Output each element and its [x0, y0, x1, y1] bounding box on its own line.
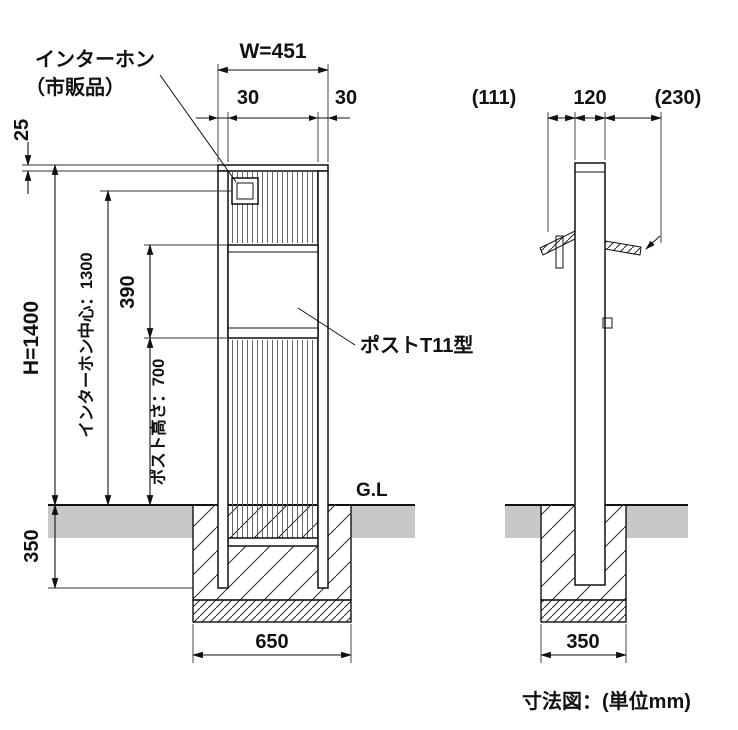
side-base-layer — [540, 599, 627, 623]
dim-cap-label: 25 — [11, 119, 33, 141]
bottom-rail — [227, 537, 319, 547]
dim-front-offset-label: (111) — [472, 87, 516, 109]
dim-post-height-label: ポスト高さ：700 — [148, 359, 168, 486]
dim-intercom-center-label: インターホン中心：1300 — [76, 252, 96, 437]
arrowhead — [328, 115, 337, 121]
ground-band-left — [48, 505, 193, 538]
post-box — [227, 244, 319, 339]
intercom-label-line2: （市販品） — [25, 75, 125, 99]
post-type-label: ポストT11型 — [360, 333, 473, 357]
dim-post-box-label: 390 — [117, 275, 139, 308]
intercom-leader-line — [159, 74, 237, 183]
dim-rear-offset-label: (230) — [655, 87, 702, 109]
ground-band-right-side — [626, 505, 688, 538]
top-cap — [217, 164, 329, 172]
dim-width-label: W=451 — [239, 40, 306, 63]
bracket-left-arm — [539, 230, 576, 256]
side-view: (111) 120 (230) 350 — [472, 87, 702, 663]
front-base-layer — [192, 599, 352, 623]
dim-col-left-label: 30 — [237, 87, 259, 109]
frame-right-leg — [317, 170, 329, 589]
arrowhead — [209, 115, 218, 121]
intercom-box-inner — [236, 182, 254, 200]
frame-left-leg — [217, 170, 229, 589]
ground-band-left-side — [505, 505, 541, 538]
dim-post-depth-label: 120 — [573, 87, 606, 109]
ground-band-right — [351, 505, 415, 538]
bracket-right-arm — [604, 240, 642, 256]
latch-detail — [602, 317, 613, 329]
drawing-title: 寸法図：(単位mm) — [522, 689, 691, 713]
post-leader-line — [297, 307, 356, 346]
intercom-label-line1: インターホン — [35, 48, 155, 71]
dim-footing-front-label: 650 — [255, 631, 288, 653]
slat-panel-lower — [228, 340, 318, 538]
dim-footing-side-label: 350 — [566, 631, 599, 653]
intercom-box — [231, 177, 259, 205]
bracket-left-plate — [555, 235, 564, 269]
bracket-pointer-arrow — [645, 235, 661, 250]
post-side-profile — [574, 162, 606, 586]
arrowhead — [228, 115, 237, 121]
arrowhead — [309, 115, 318, 121]
front-view: インターホン （市販品） W=451 30 30 25 H=1400 350 イ… — [11, 40, 473, 663]
dim-col-right-label: 30 — [335, 87, 357, 109]
ground-line-label: G.L — [356, 480, 388, 501]
dim-height-label: H=1400 — [20, 301, 43, 375]
dim-embed-label: 350 — [21, 529, 43, 562]
